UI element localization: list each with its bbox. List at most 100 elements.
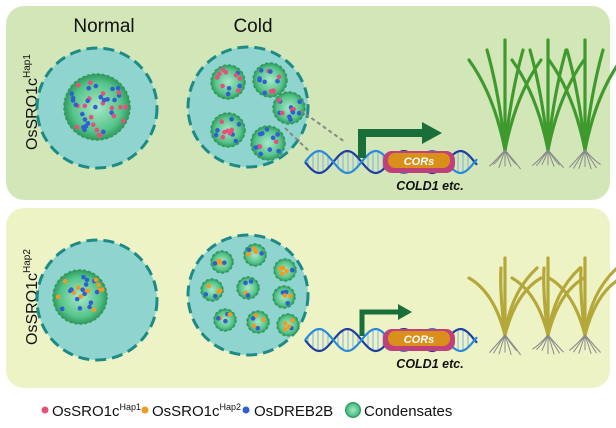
ossro1c-molecule: [96, 132, 102, 138]
osdreb2b-molecule: [255, 325, 261, 331]
osdreb2b-molecule: [69, 287, 74, 292]
osdreb2b-molecule: [290, 267, 295, 273]
osdreb2b-molecule: [82, 117, 88, 122]
ossro1c-molecule: [251, 323, 257, 329]
ossro1c-molecule: [227, 312, 233, 317]
osdreb2b-molecule: [86, 85, 92, 91]
osdreb2b-molecule: [233, 138, 239, 144]
ossro1c-molecule: [288, 293, 293, 299]
rice-plant: [510, 38, 586, 168]
zoom-guide-line: [284, 127, 311, 153]
root: [547, 334, 564, 353]
ossro1c-molecule: [121, 118, 126, 124]
ossro1c-molecule: [280, 110, 285, 116]
legend-dot-dreb2b: [242, 406, 250, 414]
condensate: [236, 276, 260, 300]
rice-plant: [467, 256, 543, 356]
osdreb2b-molecule: [268, 69, 273, 74]
ossro1c-molecule: [237, 76, 243, 81]
osdreb2b-molecule: [80, 111, 85, 117]
condensate: [273, 258, 297, 282]
legend-dot-hap2: [141, 406, 149, 414]
osdreb2b-molecule: [296, 110, 302, 116]
osdreb2b-molecule: [229, 116, 234, 122]
osdreb2b-molecule: [258, 151, 264, 157]
osdreb2b-molecule: [81, 274, 86, 280]
osdreb2b-molecule: [248, 279, 254, 284]
ossro1c-molecule: [220, 67, 226, 73]
osdreb2b-molecule: [110, 86, 115, 92]
ossro1c-molecule: [100, 91, 106, 96]
osdreb2b-molecule: [93, 104, 98, 110]
ossro1c-molecule: [85, 288, 91, 294]
legend-label-condensates: Condensates: [364, 403, 452, 420]
osdreb2b-molecule: [105, 97, 110, 102]
condensate: [250, 125, 286, 161]
ossro1c-molecule: [91, 307, 97, 313]
osdreb2b-molecule: [212, 261, 218, 266]
ossro1c-molecule: [88, 114, 94, 120]
ossro1c-molecule: [279, 271, 285, 277]
osdreb2b-molecule: [85, 121, 91, 126]
ossro1c-molecule: [286, 324, 292, 329]
osdreb2b-molecule: [83, 282, 89, 287]
osdreb2b-molecule: [115, 85, 121, 91]
osdreb2b-molecule: [215, 128, 220, 133]
root: [578, 334, 586, 354]
ossro1c-molecule: [215, 75, 220, 80]
column-label-normal: Normal: [73, 16, 134, 37]
ossro1c-molecule: [229, 127, 235, 133]
ossro1c-molecule: [78, 294, 84, 299]
osdreb2b-molecule: [225, 91, 231, 97]
osdreb2b-molecule: [257, 131, 263, 137]
rice-plant: [547, 256, 616, 355]
osdreb2b-molecule: [243, 280, 248, 286]
osdreb2b-molecule: [100, 129, 106, 135]
ossro1c-molecule: [109, 105, 115, 111]
ossro1c-molecule: [276, 97, 282, 103]
osdreb2b-molecule: [285, 300, 291, 306]
ossro1c-molecule: [246, 252, 251, 257]
osdreb2b-molecule: [87, 304, 92, 310]
root: [504, 334, 522, 356]
osdreb2b-molecule: [262, 79, 267, 85]
osdreb2b-molecule: [70, 95, 76, 101]
osdreb2b-molecule: [237, 83, 242, 89]
ossro1c-molecule: [273, 139, 279, 144]
condensate: [213, 308, 237, 332]
cors-label-top: CORs: [404, 156, 435, 168]
legend-dot-hap1: [41, 406, 49, 414]
ossro1c-molecule: [74, 124, 80, 130]
ossro1c-molecule: [268, 89, 274, 94]
osdreb2b-molecule: [276, 148, 281, 154]
osdreb2b-molecule: [203, 292, 209, 297]
ossro1c-molecule: [219, 119, 224, 124]
osdreb2b-molecule: [250, 316, 256, 321]
ossro1c-molecule: [123, 104, 129, 110]
ossro1c-molecule: [94, 127, 100, 133]
ossro1c-molecule: [93, 277, 99, 283]
condensate: [200, 278, 224, 302]
zoom-guide-line: [299, 109, 346, 143]
osdreb2b-molecule: [245, 293, 251, 298]
osdreb2b-molecule: [85, 98, 91, 104]
condensate: [210, 250, 234, 274]
condensate: [272, 91, 306, 125]
osdreb2b-molecule: [226, 86, 232, 91]
osdreb2b-molecule: [212, 293, 218, 299]
osdreb2b-molecule: [270, 135, 276, 141]
ossro1c-molecule: [75, 285, 81, 291]
ossro1c-molecule: [290, 318, 295, 323]
osdreb2b-molecule: [297, 99, 302, 105]
ossro1c-molecule: [88, 80, 93, 86]
root: [578, 149, 586, 169]
osdreb2b-molecule: [213, 132, 219, 138]
gene-caption-bottom: COLD1 etc.: [396, 357, 463, 371]
osdreb2b-molecule: [88, 300, 94, 306]
osdreb2b-molecule: [215, 316, 221, 321]
osdreb2b-molecule: [283, 289, 289, 295]
osdreb2b-molecule: [259, 251, 264, 256]
ossro1c-molecule: [55, 294, 61, 300]
osdreb2b-molecule: [267, 147, 273, 152]
arrow-head-icon: [422, 122, 442, 144]
